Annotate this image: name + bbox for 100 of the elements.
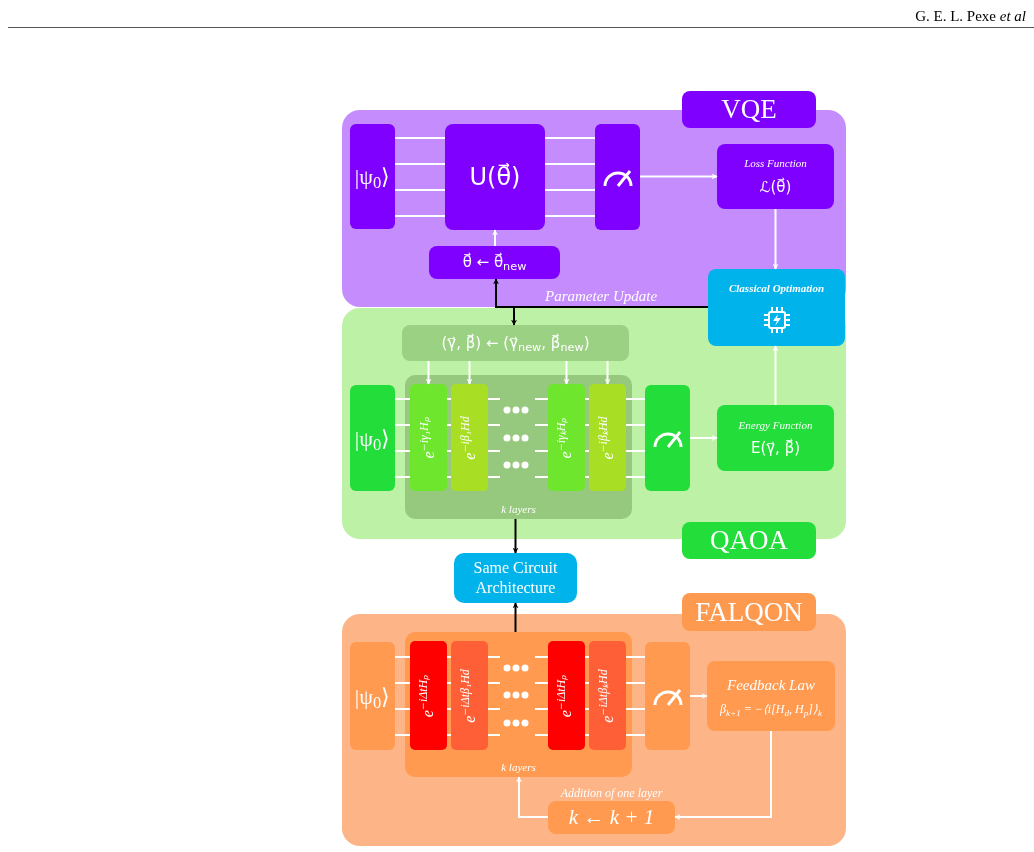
qubit-wire: [487, 398, 501, 400]
box-title: Same Circuit Architecture: [472, 558, 559, 598]
edge-label: Parameter Update: [545, 287, 658, 306]
unitary-label: U(θ⃗): [469, 162, 521, 193]
state-box: [350, 124, 395, 229]
qubit-wire: [487, 708, 501, 710]
formula: β$_{k+1}$ = −⟨i[H$_{d}$, H$_{p}$]⟩$_{k}$: [720, 701, 822, 719]
gate-box: [589, 641, 626, 750]
function-box: [717, 405, 834, 471]
layer-count: k layers: [501, 759, 536, 775]
arrow: [516, 776, 549, 818]
layer-group: [405, 375, 632, 519]
qubit-wire: [394, 189, 446, 191]
arrow: [466, 360, 473, 385]
qubit-wire: [544, 189, 596, 191]
arrow: [512, 602, 519, 633]
qubit-wire: [625, 398, 646, 400]
formula: ℒ(θ⃗): [759, 176, 792, 198]
state-label: |ψ$_{0}$⟩: [354, 682, 391, 713]
qubit-wire: [487, 656, 501, 658]
qubit-wire: [534, 734, 549, 736]
qubit-wire: [446, 708, 452, 710]
qubit-wire: [394, 424, 411, 426]
qubit-wire: [625, 450, 646, 452]
update-box: [402, 325, 629, 361]
gate-box: [451, 641, 488, 750]
gate-box: [548, 384, 585, 491]
qubit-wire: [446, 424, 452, 426]
measurement-box: [645, 642, 690, 750]
qubit-wire: [584, 398, 590, 400]
gate-box: [548, 641, 585, 750]
qubit-wire: [446, 450, 452, 452]
qubit-wire: [487, 424, 501, 426]
arrow: [772, 208, 779, 270]
state-label: |ψ$_{0}$⟩: [354, 163, 391, 193]
arrow: [674, 730, 772, 820]
qubit-wire: [625, 708, 646, 710]
qubit-wire: [446, 734, 452, 736]
qubit-wire: [487, 734, 501, 736]
formula: E(γ⃗, β⃗): [750, 438, 801, 459]
arrow: [772, 345, 779, 406]
qubit-wire: [487, 450, 501, 452]
state-label: |ψ$_{0}$⟩: [354, 424, 391, 455]
arrow: [425, 360, 432, 385]
qubit-wire: [394, 137, 446, 139]
gate-box: [451, 384, 488, 491]
arrow: [492, 229, 498, 247]
qubit-wire: [544, 215, 596, 217]
panel-tab: [682, 593, 816, 631]
qubit-wire: [534, 476, 549, 478]
qubit-wire: [584, 656, 590, 658]
qubit-wire: [394, 682, 411, 684]
panel-title: VQE: [721, 96, 777, 123]
qubit-wire: [584, 734, 590, 736]
function-title: Energy Function: [738, 417, 813, 433]
arrow: [689, 435, 718, 441]
qubit-wire: [394, 708, 411, 710]
qubit-wire: [394, 656, 411, 658]
state-box: [350, 642, 395, 750]
qubit-wire: [625, 734, 646, 736]
qubit-wire: [625, 656, 646, 658]
qubit-wire: [534, 708, 549, 710]
qubit-wire: [394, 163, 446, 165]
measurement-box: [595, 124, 640, 230]
qubit-wire: [394, 215, 446, 217]
state-box: [350, 385, 395, 491]
function-box: [717, 144, 834, 209]
panel-title: QAOA: [710, 527, 788, 554]
formula: (γ⃗, β⃗) ← (γ⃗$_{new}$, β⃗$_{new}$): [441, 332, 590, 355]
qubit-wire: [446, 682, 452, 684]
unitary-box: [445, 124, 545, 230]
qubit-wire: [625, 476, 646, 478]
layer-count: k layers: [501, 501, 536, 517]
qubit-wire: [487, 476, 501, 478]
update-box: [548, 801, 675, 834]
function-title: Feedback Law: [727, 675, 815, 695]
qubit-wire: [394, 734, 411, 736]
function-box: [707, 661, 835, 731]
arrow: [512, 518, 519, 554]
qubit-wire: [394, 476, 411, 478]
qubit-wire: [584, 476, 590, 478]
update-box: [429, 246, 560, 279]
formula: k ← k + 1: [568, 803, 655, 831]
qubit-wire: [584, 682, 590, 684]
arrow: [689, 693, 708, 699]
header-text: G. E. L. Pexe et al: [915, 7, 1026, 26]
qubit-wire: [584, 708, 590, 710]
side-note: Addition of one layer: [559, 785, 664, 802]
qubit-wire: [446, 398, 452, 400]
result-box: [454, 553, 577, 603]
measurement-box: [645, 385, 690, 491]
function-title: Loss Function: [744, 156, 807, 171]
arrow: [639, 173, 718, 180]
qubit-wire: [584, 424, 590, 426]
qubit-wire: [534, 656, 549, 658]
qubit-wire: [544, 163, 596, 165]
panel-title: FALQON: [695, 598, 803, 626]
box-title: Classical Optimation: [728, 281, 824, 297]
qubit-wire: [534, 424, 549, 426]
qubit-wire: [534, 682, 549, 684]
